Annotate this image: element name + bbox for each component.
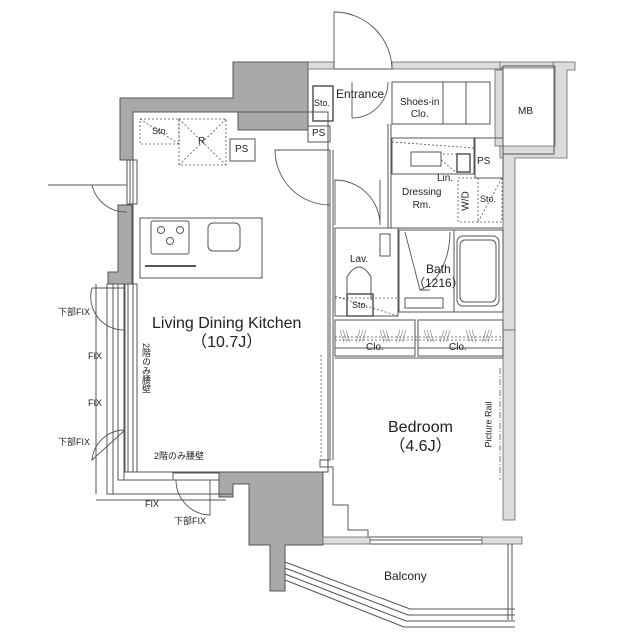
fix-1-note: FIX xyxy=(88,351,103,361)
shoes-closet-line1: Shoes-in xyxy=(400,97,440,108)
balcony-label: Balcony xyxy=(384,569,427,583)
partition-walls xyxy=(307,61,576,545)
bedroom-name: Bedroom xyxy=(388,419,453,436)
closet-right-label: Clo. xyxy=(449,342,467,353)
entrance-door-icon xyxy=(333,11,393,70)
shoes-closet-label: Shoes-in Clo. xyxy=(400,98,439,120)
lower-fix-window-bottom-icon xyxy=(175,479,211,516)
bedroom-label: Bedroom （4.6J） xyxy=(388,420,453,455)
bath-name: Bath xyxy=(426,262,451,276)
lower-fix-window-2-icon xyxy=(91,429,126,462)
lav-door-icon xyxy=(334,179,381,226)
fix-bottom-note: FIX xyxy=(145,499,160,509)
ldk-label: Living Dining Kitchen （10.7J） xyxy=(152,316,301,351)
linen-label: Lin. xyxy=(437,173,454,184)
closet-left-label: Clo. xyxy=(366,342,384,353)
refrigerator-label: R xyxy=(198,136,206,147)
bath-size: （1216） xyxy=(413,276,464,290)
lavatory-label: Lav. xyxy=(350,254,369,265)
lower-fix-bottom-note: 下部FIX xyxy=(174,516,207,526)
door-swings xyxy=(48,11,451,516)
lower-fix-window-1-icon xyxy=(90,287,126,331)
ldk-name: Living Dining Kitchen xyxy=(152,315,302,332)
interior-lines xyxy=(95,65,555,628)
bath-door-icon xyxy=(404,231,451,291)
dressing-room-label: Dressing Rm. xyxy=(402,188,441,211)
ldk-door-icon xyxy=(274,149,331,206)
ps-dressing-label: PS xyxy=(477,156,491,167)
dashed-elements xyxy=(139,118,503,480)
dressing-line1: Dressing xyxy=(402,187,442,198)
sto-dressing-label: Sto. xyxy=(480,194,497,204)
washer-dryer-label: W/D xyxy=(460,191,472,211)
closet-hatching xyxy=(339,329,493,343)
fix-2-note: FIX xyxy=(88,398,103,408)
sto-kitchen-label: Sto. xyxy=(152,126,169,136)
bedroom-size: （4.6J） xyxy=(389,438,452,455)
ldk-size: （10.7J） xyxy=(191,334,263,351)
mb-label: MB xyxy=(518,106,533,117)
ps-entrance-label: PS xyxy=(312,128,326,139)
entrance-label: Entrance xyxy=(336,87,385,101)
dressing-line2: Rm. xyxy=(412,200,431,211)
shoes-closet-line2: Clo. xyxy=(410,109,429,120)
sto-lav-label: Sto. xyxy=(352,300,369,310)
lower-fix-2-note: 下部FIX xyxy=(58,437,91,447)
entrance-inner-door-icon xyxy=(351,81,389,119)
ps-kitchen-label: PS xyxy=(235,144,249,155)
sto-entrance-label: Sto. xyxy=(314,98,331,108)
structural-walls xyxy=(107,61,324,592)
picture-rail-label: Picture Rail xyxy=(483,401,494,448)
waist-wall-horizontal-note: 2階のみ腰壁 xyxy=(154,451,205,461)
kitchen-window-door-icon xyxy=(91,184,128,213)
lower-fix-1-note: 下部FIX xyxy=(58,307,91,317)
waist-wall-vertical-note: 2階のみ腰壁 xyxy=(141,343,151,394)
bath-label: Bath （1216） xyxy=(413,263,464,289)
